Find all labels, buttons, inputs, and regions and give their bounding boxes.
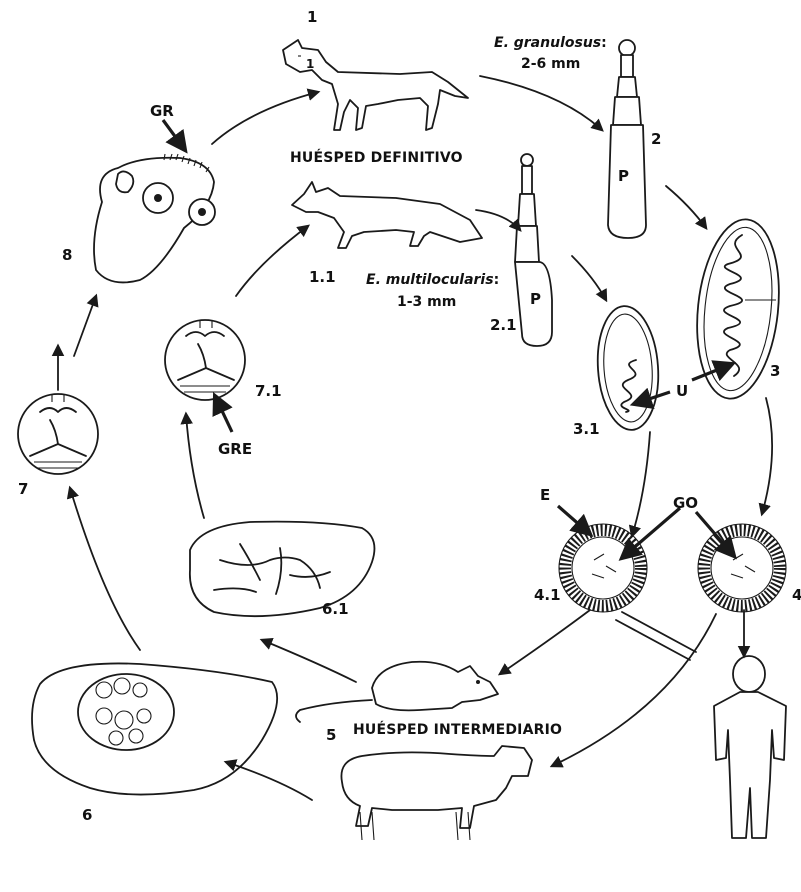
label-go: GO [673, 494, 698, 512]
multilocularis-name-text: E. multilocularis [366, 272, 494, 288]
label-2: 2 [651, 130, 661, 148]
label-3-1: 3.1 [573, 420, 600, 438]
tapeworm-multilocularis-icon [515, 154, 552, 346]
definitive-host-title: HUÉSPED DEFINITIVO [290, 150, 463, 166]
label-4: 4 [792, 586, 801, 604]
multilocularis-size: 1-3 mm [397, 294, 456, 310]
gravid-proglottid-multilocularis-icon [594, 304, 663, 432]
liver-hydatid-cyst-icon [32, 663, 277, 794]
label-p-multilocularis: P [530, 290, 541, 308]
label-2-1: 2.1 [490, 316, 517, 334]
label-1-small: 1 [306, 57, 314, 71]
label-5: 5 [326, 726, 336, 744]
evaginated-scolex-icon [94, 154, 215, 282]
granulosus-name: E. granulosus: [494, 35, 607, 51]
protoscolex-icon [18, 394, 98, 474]
label-3: 3 [770, 362, 780, 380]
label-p-granulosus: P [618, 167, 629, 185]
label-1-1: 1.1 [309, 268, 336, 286]
label-6: 6 [82, 806, 92, 824]
mouse-icon [296, 662, 498, 722]
granulosus-colon: : [601, 35, 607, 51]
dog-icon [283, 40, 468, 130]
label-8: 8 [62, 246, 72, 264]
label-7: 7 [18, 480, 28, 498]
label-4-1: 4.1 [534, 586, 561, 604]
granulosus-size: 2-6 mm [521, 56, 580, 72]
tapeworm-granulosus-icon [608, 40, 646, 238]
label-7-1: 7.1 [255, 382, 282, 400]
granulosus-name-text: E. granulosus [494, 35, 601, 51]
label-1: 1 [307, 8, 317, 26]
fox-icon [292, 182, 482, 248]
multilocularis-colon: : [494, 272, 500, 288]
label-u: U [676, 382, 688, 400]
egg-multilocularis-icon [559, 524, 647, 612]
human-icon [714, 656, 786, 838]
label-gre: GRE [218, 440, 252, 458]
label-gr: GR [150, 102, 174, 120]
multilocularis-name: E. multilocularis: [366, 272, 499, 288]
protoscolex-multilocularis-icon [165, 320, 245, 400]
egg-granulosus-icon [698, 524, 786, 612]
intermediate-host-title: HUÉSPED INTERMEDIARIO [353, 722, 562, 738]
label-e: E [540, 486, 550, 504]
sheep-icon [341, 746, 532, 840]
label-6-1: 6.1 [322, 600, 349, 618]
